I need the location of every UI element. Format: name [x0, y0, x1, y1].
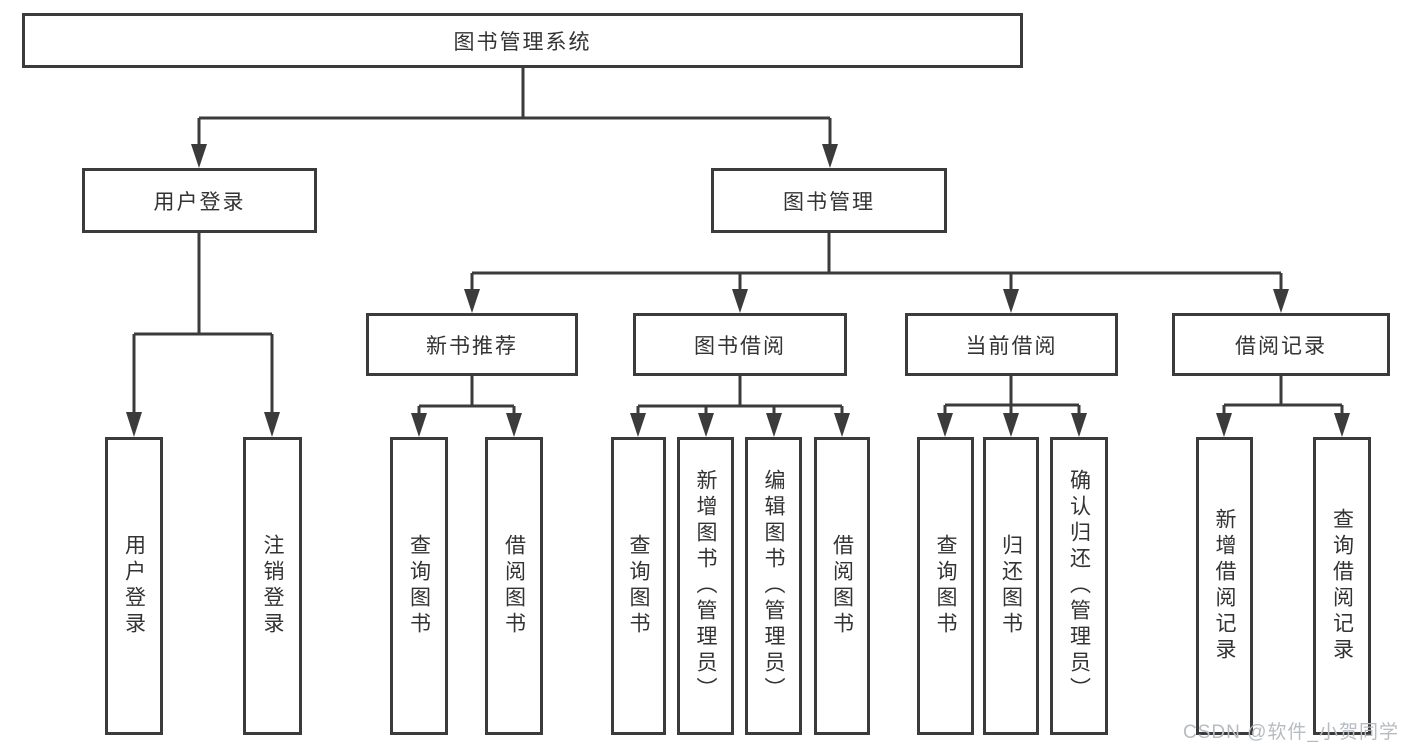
csdn-watermark: CSDN @软件_小贺同学: [1183, 722, 1399, 743]
connector-newbook-to-children: [411, 376, 522, 437]
node-query-books-current: 查询图书: [917, 437, 974, 735]
node-book-management-label: 图书管理: [783, 190, 875, 214]
node-query-borrow-record: 查询借阅记录: [1313, 437, 1371, 735]
node-borrow-books-leaf-label: 借阅图书: [830, 534, 854, 638]
connector-borrowrecord-to-children: [1216, 376, 1350, 437]
node-book-borrow-label: 图书借阅: [694, 334, 786, 358]
node-book-management: 图书管理: [711, 168, 947, 233]
node-query-books-recommend: 查询图书: [390, 437, 448, 735]
node-borrow-records-label: 借阅记录: [1235, 334, 1327, 358]
node-confirm-return-admin-label: 确认归还（管理员）: [1067, 469, 1091, 703]
node-query-books-current-label: 查询图书: [934, 534, 957, 638]
node-query-books-borrow-label: 查询图书: [627, 534, 650, 638]
node-borrow-books-recommend: 借阅图书: [485, 437, 543, 735]
node-return-book: 归还图书: [983, 437, 1039, 735]
node-logout-leaf: 注销登录: [243, 437, 302, 735]
node-add-borrow-record-label: 新增借阅记录: [1213, 508, 1236, 664]
node-current-borrow-label: 当前借阅: [965, 334, 1058, 358]
connector-currentborrow-to-children: [937, 376, 1087, 437]
connector-userlogin-to-children: [126, 233, 280, 437]
node-borrow-records: 借阅记录: [1172, 313, 1390, 376]
node-current-borrow: 当前借阅: [905, 313, 1118, 376]
connector-root-to-level2: [191, 68, 838, 168]
connector-bookmgmt-to-level3: [464, 233, 1289, 313]
node-edit-book-admin-label: 编辑图书（管理员）: [762, 469, 785, 703]
node-user-login-label: 用户登录: [153, 190, 246, 214]
node-add-book-admin: 新增图书（管理员）: [677, 437, 734, 735]
node-logout-leaf-label: 注销登录: [261, 534, 284, 638]
node-root-system-label: 图书管理系统: [453, 30, 592, 54]
node-query-borrow-record-label: 查询借阅记录: [1330, 508, 1354, 664]
node-edit-book-admin: 编辑图书（管理员）: [745, 437, 802, 735]
node-root-system: 图书管理系统: [22, 13, 1023, 68]
node-borrow-books-leaf: 借阅图书: [814, 437, 870, 735]
connector-bookborrow-to-children: [630, 376, 850, 437]
node-confirm-return-admin: 确认归还（管理员）: [1050, 437, 1108, 735]
node-user-login-leaf: 用户登录: [105, 437, 163, 735]
node-return-book-label: 归还图书: [999, 534, 1023, 638]
node-add-borrow-record: 新增借阅记录: [1196, 437, 1253, 735]
node-new-book-recommend-label: 新书推荐: [426, 334, 518, 358]
node-new-book-recommend: 新书推荐: [366, 313, 578, 376]
node-query-books-borrow: 查询图书: [611, 437, 666, 735]
node-query-books-recommend-label: 查询图书: [407, 534, 431, 638]
node-user-login: 用户登录: [82, 168, 317, 233]
node-user-login-leaf-label: 用户登录: [122, 534, 146, 638]
node-book-borrow: 图书借阅: [633, 313, 847, 376]
node-add-book-admin-label: 新增图书（管理员）: [694, 469, 717, 703]
node-borrow-books-recommend-label: 借阅图书: [502, 534, 526, 638]
